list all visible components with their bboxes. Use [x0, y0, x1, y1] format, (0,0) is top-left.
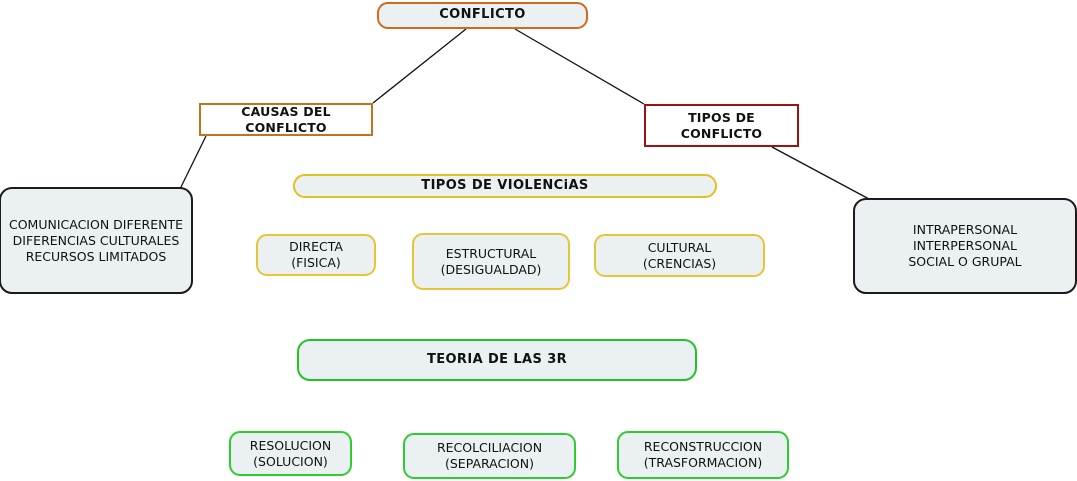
node-directa[interactable]: DIRECTA (FISICA) — [256, 234, 376, 276]
node-estructural[interactable]: ESTRUCTURAL (DESIGUALDAD) — [412, 233, 570, 290]
node-tipos[interactable]: TIPOS DE CONFLICTO — [644, 104, 799, 147]
node-resolucion[interactable]: RESOLUCION (SOLUCION) — [229, 431, 352, 476]
connector-causas-to-lista — [179, 135, 207, 190]
node-reconciliacion[interactable]: RECOLCILIACION (SEPARACION) — [403, 433, 576, 479]
node-cultural[interactable]: CULTURAL (CRENCIAS) — [594, 234, 765, 277]
connector-tipos-to-lista — [771, 146, 870, 200]
node-tipos-lista[interactable]: INTRAPERSONAL INTERPERSONAL SOCIAL O GRU… — [853, 198, 1077, 294]
node-violencias[interactable]: TIPOS DE VIOLENCiAS — [293, 174, 717, 198]
node-causas[interactable]: CAUSAS DEL CONFLICTO — [199, 103, 373, 136]
node-causas-lista[interactable]: COMUNICACION DIFERENTE DIFERENCIAS CULTU… — [0, 187, 193, 294]
node-teoria3r[interactable]: TEORIA DE LAS 3R — [297, 339, 697, 381]
node-reconstruccion[interactable]: RECONSTRUCCION (TRASFORMACION) — [617, 431, 789, 479]
node-root[interactable]: CONFLICTO — [377, 2, 588, 29]
connector-root-to-tipos — [514, 28, 645, 105]
connector-root-to-causas — [372, 28, 467, 104]
